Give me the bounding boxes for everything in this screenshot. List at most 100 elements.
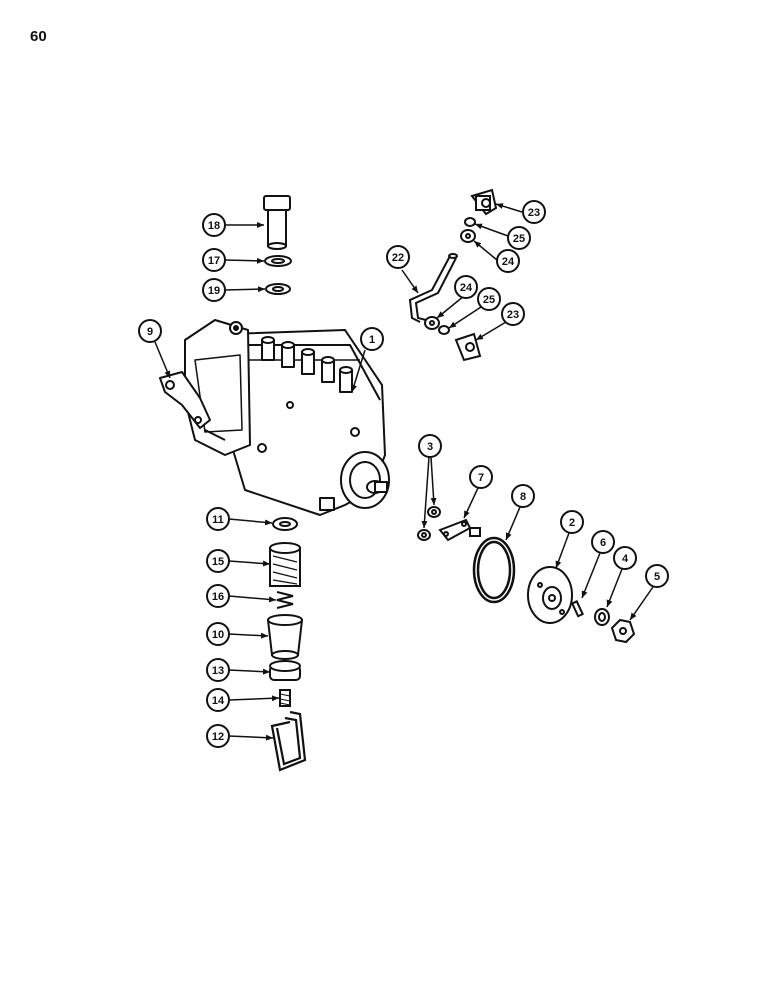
callout-4-label: 4: [622, 553, 629, 565]
callout-11-label: 11: [212, 514, 224, 526]
callout-25-lower-label: 25: [483, 294, 495, 306]
callout-3: 3: [418, 434, 442, 458]
callout-5: 5: [645, 564, 669, 588]
callout-23-upper-label: 23: [528, 207, 540, 219]
leader-2: [555, 532, 570, 569]
leader-15: [228, 560, 271, 567]
leader-3a: [430, 456, 437, 506]
part-13-retaining-ring: [269, 660, 301, 681]
part-16-spring: [276, 591, 294, 609]
callout-13: 13: [206, 658, 230, 682]
leader-23a: [495, 203, 523, 213]
page-number: 60: [30, 28, 47, 45]
callout-6: 6: [591, 530, 615, 554]
part-5-hex-nut: [610, 618, 636, 644]
callout-8-label: 8: [520, 491, 526, 503]
callout-23-upper: 23: [522, 200, 546, 224]
part-25-washer-lower: [438, 325, 450, 335]
callout-4: 4: [613, 546, 637, 570]
part-15-filter-element: [269, 542, 301, 587]
leader-24b: [436, 295, 465, 319]
leader-14: [228, 695, 280, 702]
callout-1: 1: [360, 327, 384, 351]
callout-16: 16: [206, 584, 230, 608]
leader-5: [629, 586, 654, 621]
callout-15-label: 15: [212, 556, 224, 568]
part-6-key: [570, 600, 585, 618]
part-12-clamp: [270, 710, 307, 772]
leader-11: [228, 518, 273, 526]
part-7-bracket: [438, 518, 481, 542]
part-11-gasket: [272, 517, 298, 531]
part-4-lock-washer: [594, 608, 610, 626]
leader-24a: [473, 240, 498, 261]
callout-12: 12: [206, 724, 230, 748]
callout-6-label: 6: [600, 537, 606, 549]
callout-25-upper: 25: [507, 226, 531, 250]
callout-11: 11: [206, 507, 230, 531]
callout-12-label: 12: [212, 731, 224, 743]
callout-14-label: 14: [212, 695, 225, 707]
part-17-washer: [264, 255, 292, 267]
callout-19-label: 19: [208, 285, 220, 297]
callout-10: 10: [206, 622, 230, 646]
callout-18-label: 18: [208, 220, 220, 232]
part-14-screw: [279, 689, 291, 707]
leader-9: [154, 341, 171, 379]
part-22-fuel-pipe: [408, 253, 458, 323]
part-24-nut-lower: [424, 316, 440, 330]
leader-1: [351, 349, 366, 393]
callout-23-lower: 23: [501, 302, 525, 326]
leader-7: [463, 487, 479, 519]
callout-16-label: 16: [212, 591, 224, 603]
callout-22: 22: [386, 245, 410, 269]
callout-2-label: 2: [569, 517, 575, 529]
callout-19: 19: [202, 278, 226, 302]
callout-24-lower-label: 24: [460, 282, 473, 294]
callout-24-upper-label: 24: [502, 256, 515, 268]
leader-4: [606, 568, 623, 608]
part-10-sediment-bowl: [266, 614, 304, 660]
leader-16: [228, 595, 277, 603]
leader-10: [228, 632, 269, 639]
callout-2: 2: [560, 510, 584, 534]
part-8-o-ring: [472, 536, 516, 604]
callout-24-upper: 24: [496, 249, 520, 273]
callout-25-lower: 25: [477, 287, 501, 311]
part-19-seal: [265, 283, 291, 295]
callout-3-label: 3: [427, 441, 433, 453]
leader-13: [228, 668, 271, 675]
callout-8: 8: [511, 484, 535, 508]
leader-22: [401, 269, 419, 294]
callout-9: 9: [138, 319, 162, 343]
part-3-nuts: [417, 506, 441, 541]
callout-9-label: 9: [147, 326, 153, 338]
leader-25a: [474, 223, 509, 237]
leader-8: [505, 506, 521, 541]
callout-22-label: 22: [392, 252, 404, 264]
leader-6: [581, 552, 601, 599]
injection-pump-body: [159, 319, 390, 516]
callout-5-label: 5: [654, 571, 660, 583]
part-24-nut-upper: [460, 229, 476, 243]
callout-25-upper-label: 25: [513, 233, 525, 245]
callout-10-label: 10: [212, 629, 224, 641]
part-18-primer-pump: [263, 195, 291, 250]
callout-15: 15: [206, 549, 230, 573]
callout-7: 7: [469, 465, 493, 489]
part-23-elbow-fitting-upper: [470, 188, 498, 216]
callout-13-label: 13: [212, 665, 224, 677]
leader-25b: [448, 306, 482, 329]
callout-23-lower-label: 23: [507, 309, 519, 321]
callout-1-label: 1: [369, 334, 375, 346]
callout-18: 18: [202, 213, 226, 237]
callout-17-label: 17: [208, 255, 220, 267]
callout-14: 14: [206, 688, 230, 712]
leader-12: [228, 734, 274, 741]
leader-3b: [421, 456, 430, 529]
callout-17: 17: [202, 248, 226, 272]
callout-24-lower: 24: [454, 275, 478, 299]
leader-17: [224, 257, 265, 264]
